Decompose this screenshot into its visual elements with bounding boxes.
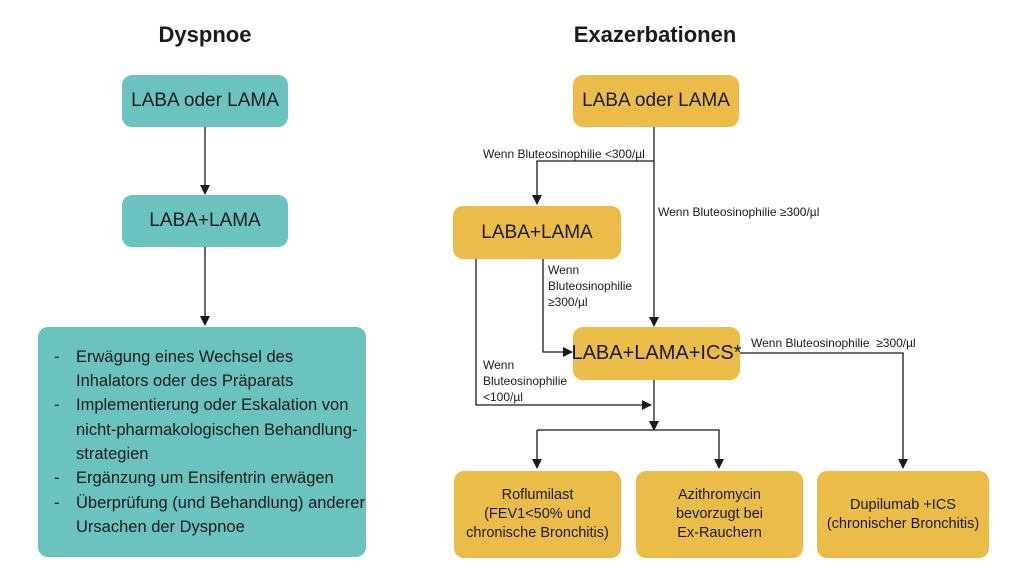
edge-label-lt100: Wenn Bluteosinophilie <100/µl xyxy=(483,357,567,405)
title-dyspnoe: Dyspnoe xyxy=(158,22,252,47)
exa-box-roflumilast: Roflumilast (FEV1<50% und chronische Bro… xyxy=(454,471,621,558)
exa-box-laba-lama-ics: LABA+LAMA+ICS* xyxy=(571,327,742,380)
exa-box-laba-oder-lama: LABA oder LAMA xyxy=(573,75,739,127)
label-line: Bluteosinophilie xyxy=(548,279,633,293)
box-line: Ex-Rauchern xyxy=(677,525,762,541)
exa-box-azithromycin: Azithromycin bevorzugt bei Ex-Rauchern xyxy=(636,471,803,558)
box-line: (FEV1<50% und xyxy=(484,506,591,522)
label-line: <100/µl xyxy=(483,390,523,404)
edge-label-ge300-from-laba-lama: Wenn Bluteosinophilie ≥300/µl xyxy=(548,262,632,310)
arrow-ics-to-dupilumab xyxy=(740,352,908,469)
box-label: LABA oder LAMA xyxy=(582,90,730,111)
label-line: ≥300/µl xyxy=(548,295,588,309)
box-label: LABA+LAMA xyxy=(481,221,593,243)
box-line: chronische Bronchitis) xyxy=(466,525,609,541)
title-exazerbationen: Exazerbationen xyxy=(573,22,737,47)
box-label: LABA oder LAMA xyxy=(131,90,279,111)
label-line: Wenn xyxy=(483,358,515,372)
step-item: Erwägung eines Wechsel des Inhalators od… xyxy=(46,345,366,394)
dyspnoe-box-further-steps: Erwägung eines Wechsel des Inhalators od… xyxy=(38,327,366,557)
box-line: (chronischer Bronchitis) xyxy=(826,515,980,532)
dyspnoe-steps-list: Erwägung eines Wechsel des Inhalators od… xyxy=(46,345,366,539)
box-line: Dupilumab +ICS xyxy=(850,496,956,513)
branch-to-azithromycin xyxy=(537,429,724,469)
exa-box-dupilumab: Dupilumab +ICS (chronischer Bronchitis) xyxy=(817,471,989,558)
dyspnoe-box-laba-lama: LABA+LAMA xyxy=(122,195,288,247)
edge-label-lt300: Wenn Bluteosinophilie <300/µl xyxy=(483,147,645,161)
box-label: LABA+LAMA xyxy=(149,210,261,231)
arrow-laba-lama-lt100 xyxy=(475,259,652,410)
arrow-start-to-laba-lama xyxy=(532,160,654,205)
arrow-laba-lama-to-ics xyxy=(542,259,573,357)
label-line: Bluteosinophilie xyxy=(483,374,568,388)
dyspnoe-box-laba-oder-lama: LABA oder LAMA xyxy=(122,75,288,127)
box-label: LABA+LAMA+ICS* xyxy=(571,342,742,364)
step-item: Überprüfung (und Behandlung) anderer Urs… xyxy=(46,491,366,540)
step-item: Implementierung oder Eskalation von nich… xyxy=(46,393,366,466)
label-line: Wenn xyxy=(548,263,580,277)
box-line: Azithromycin xyxy=(678,487,761,503)
edge-label-ge300-direct: Wenn Bluteosinophilie ≥300/µl xyxy=(658,205,820,219)
exa-box-laba-lama: LABA+LAMA xyxy=(453,206,621,259)
box-line: bevorzugt bei xyxy=(675,506,764,522)
step-item: Ergänzung um Ensifentrin erwägen xyxy=(46,466,366,491)
box-line: Roflumilast xyxy=(501,487,574,503)
edge-label-ge300-dupilumab: Wenn Bluteosinophilie ≥300/µl xyxy=(751,336,916,350)
